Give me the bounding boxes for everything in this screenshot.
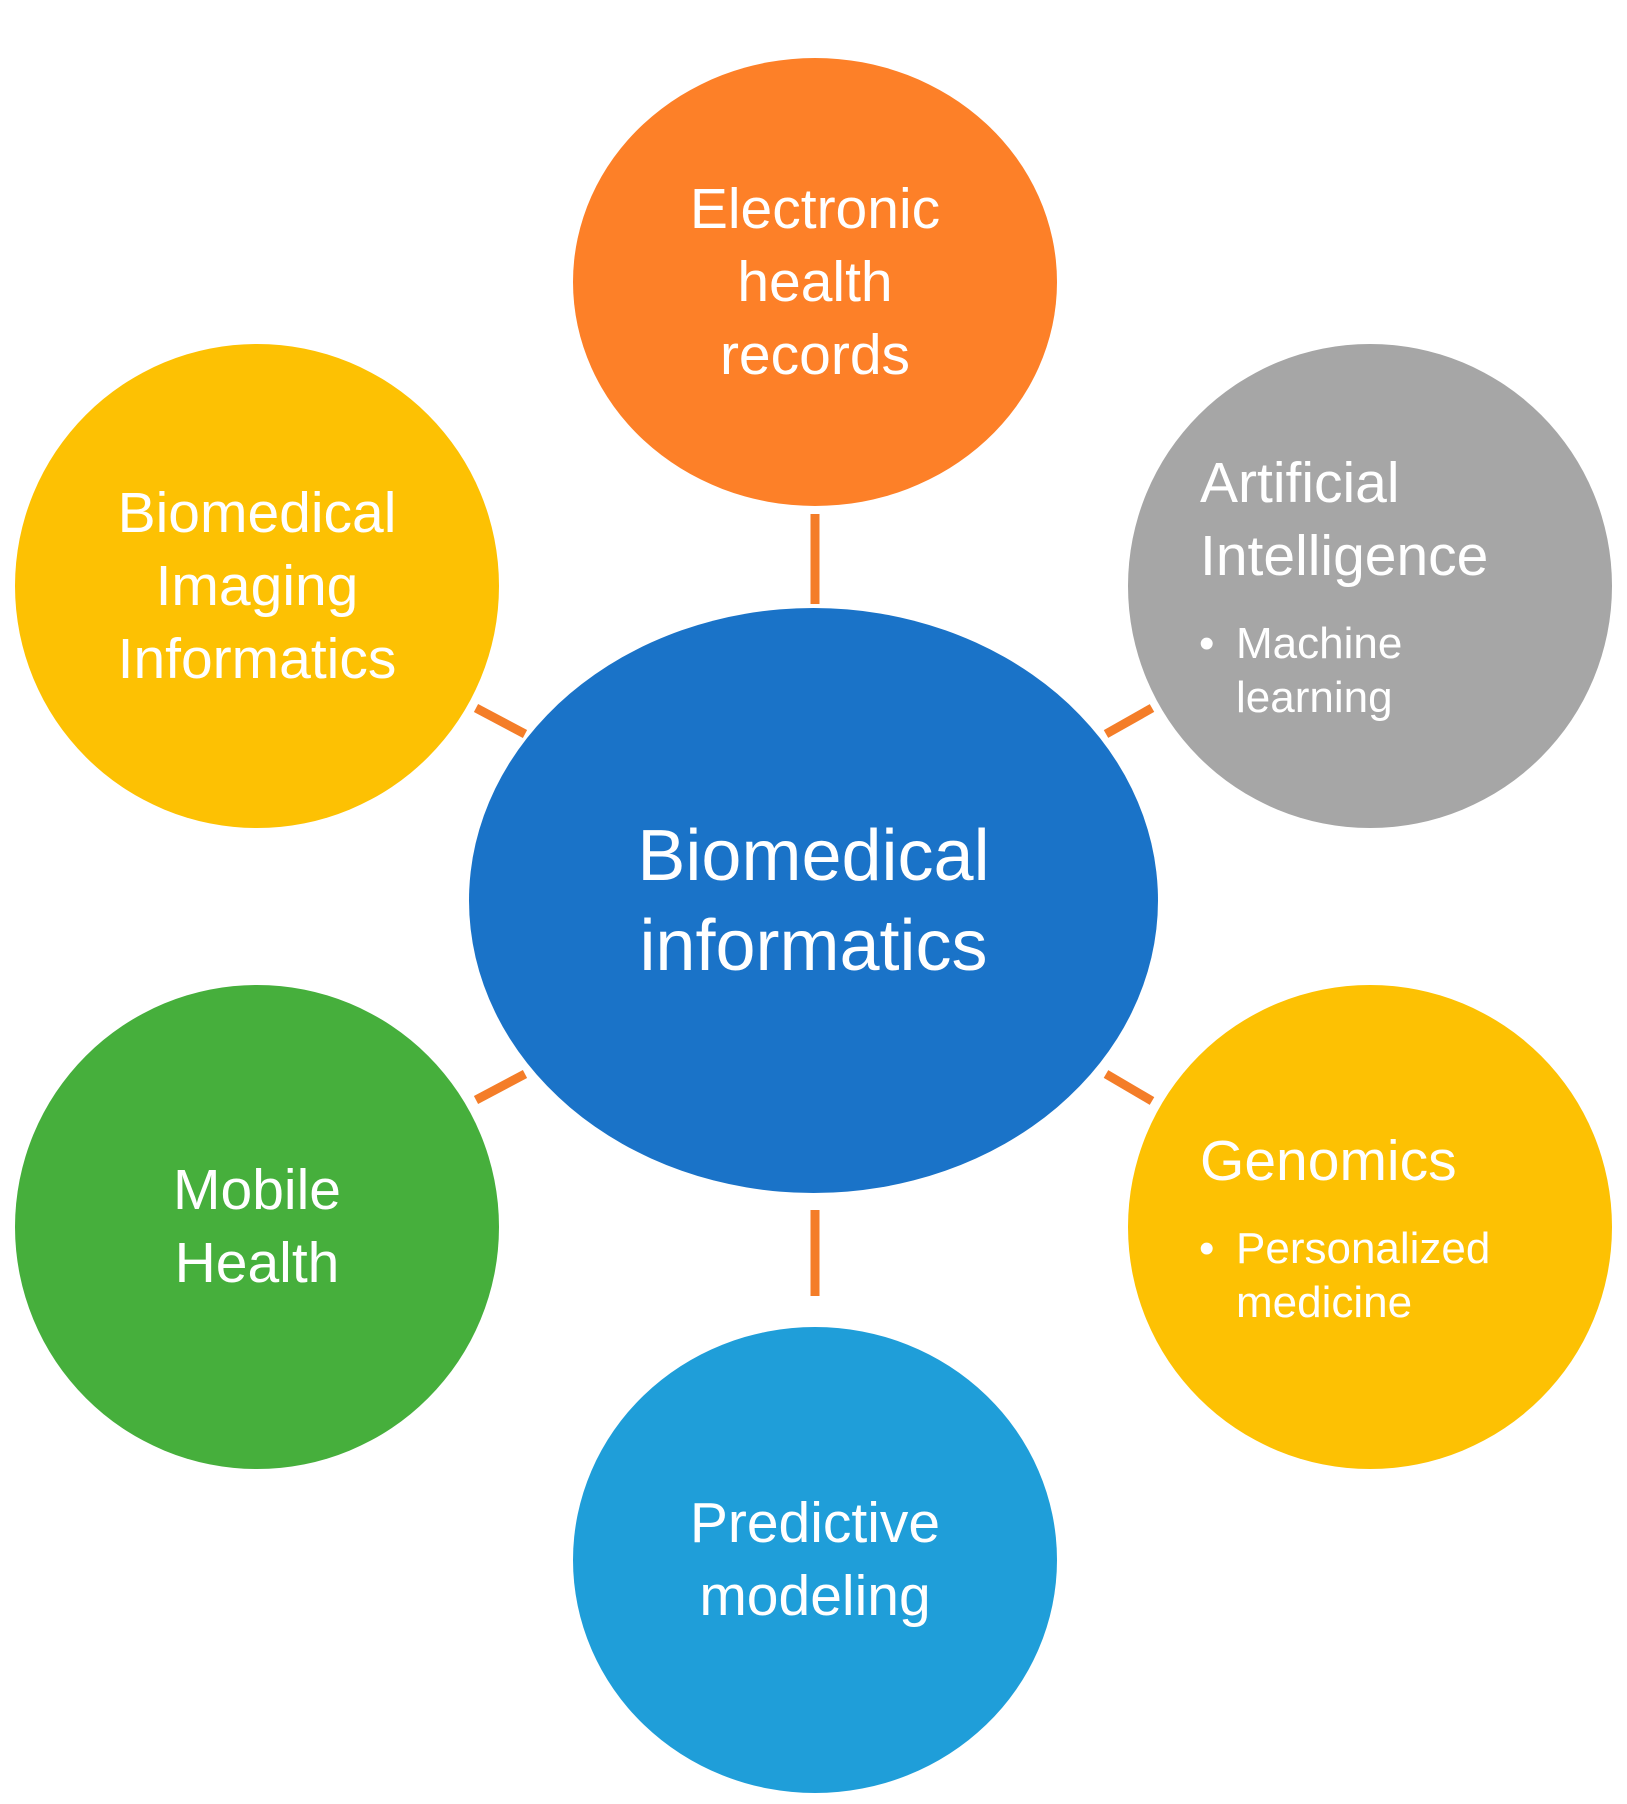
connector-imaging [473, 704, 528, 738]
node-title: Biomedical Imaging Informatics [117, 480, 397, 691]
node-predictive-modeling: Predictive modeling [573, 1327, 1057, 1793]
node-title: Electronic health records [689, 176, 941, 387]
bullet-item: Machine learning [1199, 617, 1536, 725]
node-title: Artificial Intelligence [1200, 451, 1489, 588]
bullet-item: Personalized medicine [1199, 1222, 1536, 1330]
connector-ai [1103, 704, 1155, 738]
node-mobile-health: Mobile Health [15, 985, 499, 1469]
node-title: Biomedical informatics [637, 815, 990, 986]
connector-genomics [1103, 1070, 1155, 1105]
node-electronic-health-records: Electronic health records [573, 58, 1057, 506]
bullet-list: Personalized medicine [1199, 1222, 1536, 1330]
node-biomedical-informatics: Biomedical informatics [469, 608, 1158, 1193]
node-title: Mobile Health [173, 1158, 341, 1295]
node-title: Predictive modeling [689, 1491, 941, 1628]
connector-mobile [473, 1070, 528, 1104]
node-title: Genomics [1200, 1128, 1457, 1193]
node-genomics: Genomics Personalized medicine [1128, 985, 1612, 1469]
node-artificial-intelligence: Artificial Intelligence Machine learning [1128, 344, 1612, 828]
node-biomedical-imaging-informatics: Biomedical Imaging Informatics [15, 344, 499, 828]
bullet-list: Machine learning [1199, 617, 1536, 725]
